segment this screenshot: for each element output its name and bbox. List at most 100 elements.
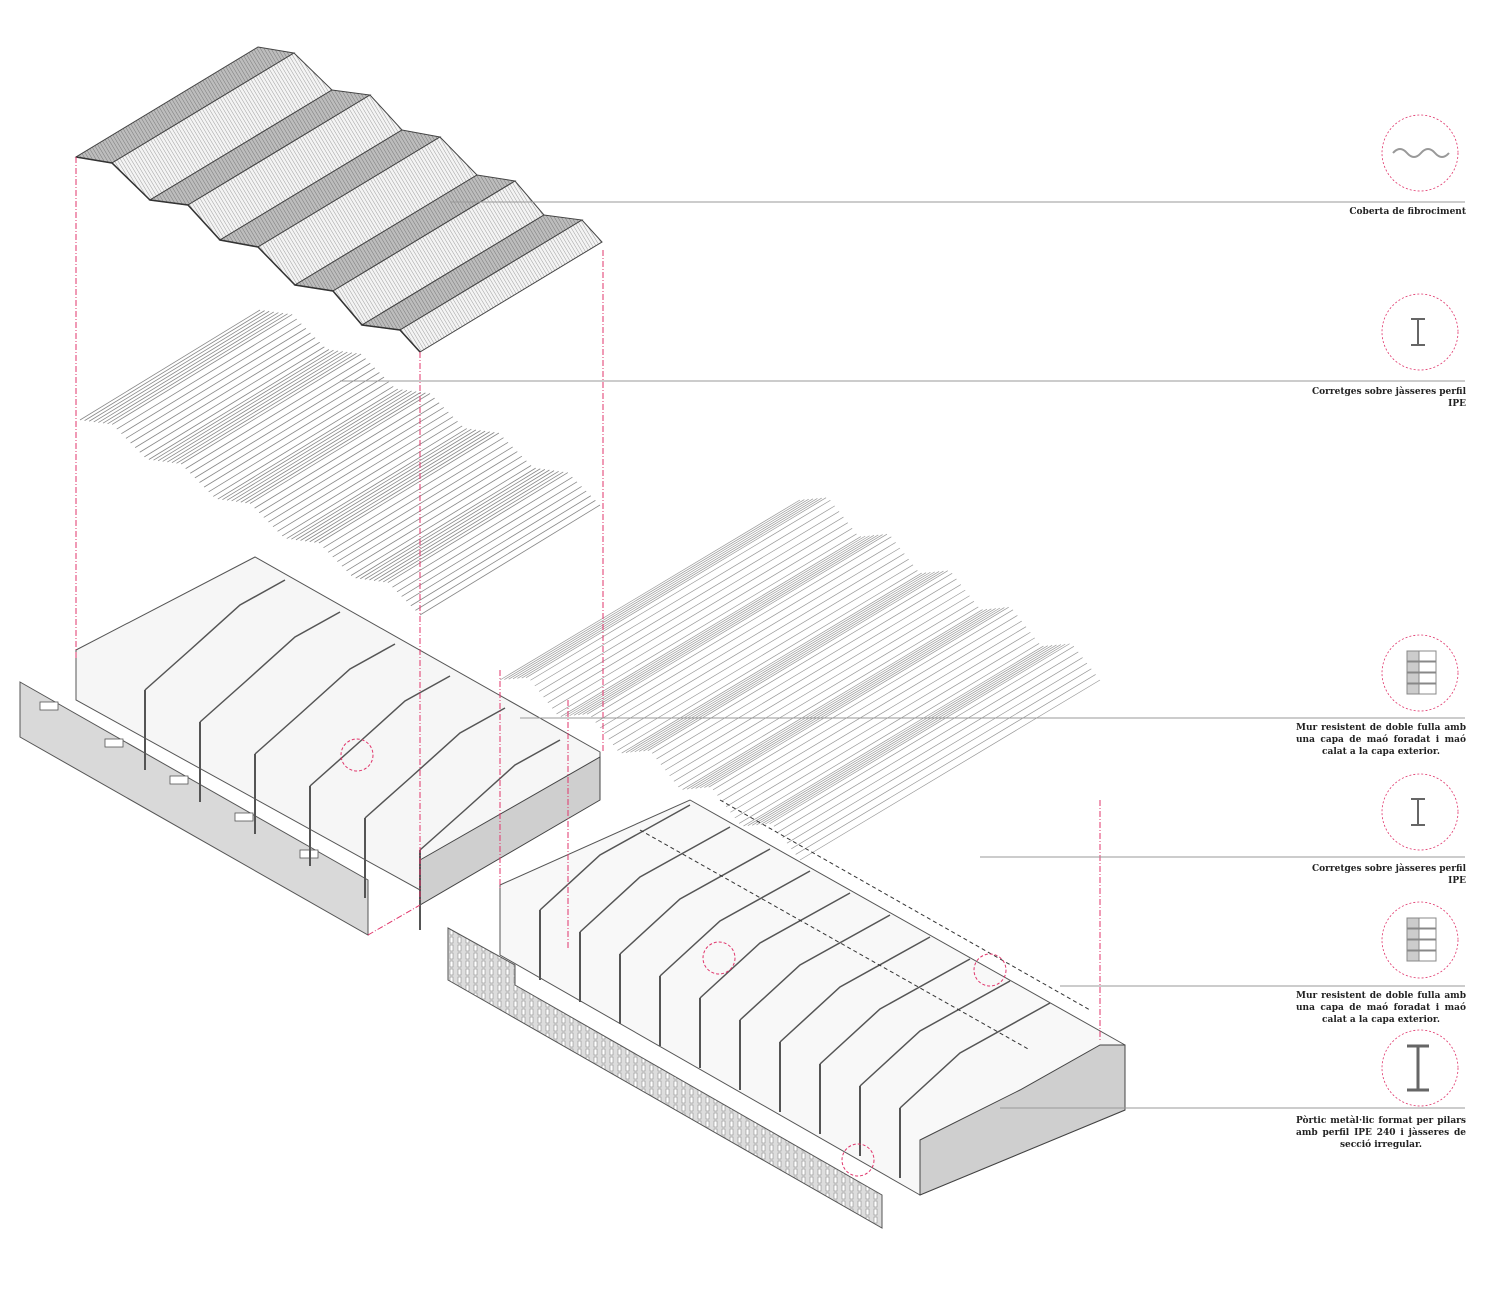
purlin (534, 505, 835, 687)
purlin (258, 402, 440, 514)
purlin (226, 389, 408, 501)
purlin (410, 495, 592, 607)
purlin (673, 601, 975, 782)
purlins-layer-upper (79, 309, 601, 616)
ipe-beam-icon (1411, 318, 1425, 346)
legend-label-wall-1: Mur resistent de doble fulla amb una cap… (1296, 723, 1466, 757)
purlin (765, 643, 1066, 825)
purlin (121, 323, 302, 435)
purlin (176, 352, 357, 464)
purlins-layer-lower (499, 497, 1101, 861)
purlin (327, 441, 509, 553)
purlin (378, 470, 559, 582)
purlin (730, 631, 1031, 813)
purlin (217, 388, 399, 500)
purlin (401, 486, 582, 597)
purlin (350, 465, 532, 576)
portal-beam (699, 892, 851, 999)
purlin (669, 595, 970, 777)
purlin (517, 498, 818, 679)
purlin (98, 312, 279, 423)
legend-circle (1381, 293, 1459, 371)
purlin (795, 674, 1096, 855)
purlin (556, 533, 857, 715)
legend-circle (1381, 1029, 1459, 1107)
detail-circle (340, 738, 374, 772)
purlin (695, 608, 996, 789)
portal-beam (779, 936, 931, 1043)
purlin (318, 432, 500, 544)
purlin (360, 468, 541, 580)
purlin (547, 522, 849, 703)
purlin (263, 407, 444, 518)
purlin (634, 571, 935, 753)
purlin (231, 390, 412, 502)
purlin (332, 446, 513, 558)
detail-circle (973, 953, 1007, 987)
portal-beam (659, 870, 811, 977)
building-frame-left (19, 556, 601, 936)
purlin (309, 431, 490, 543)
purlin (116, 318, 297, 430)
purlin (717, 615, 1018, 796)
purlin (625, 572, 927, 753)
portal-beam (199, 611, 341, 723)
purlin (341, 455, 523, 567)
purlin (565, 535, 866, 717)
purlin (582, 534, 883, 715)
purlin (277, 420, 458, 532)
purlin (291, 428, 472, 540)
purlin (604, 553, 905, 734)
purlin (599, 547, 901, 729)
purlin (743, 645, 1044, 827)
purlin (769, 643, 1070, 825)
purlin (638, 571, 940, 752)
ipe-column-icon (1407, 1044, 1429, 1092)
purlin (791, 668, 1092, 850)
purlin (208, 381, 389, 493)
portal-beam (819, 958, 971, 1065)
purlin (125, 328, 307, 439)
purlin (337, 451, 518, 562)
purlin (139, 341, 320, 453)
portal-beam (579, 826, 731, 933)
purlin (608, 558, 909, 740)
purlin (617, 570, 918, 751)
purlin (678, 606, 979, 788)
purlin (84, 310, 265, 421)
portal-beam (619, 848, 771, 955)
purlin (651, 573, 953, 754)
portal-beam (419, 739, 561, 851)
purlin (591, 536, 892, 718)
purlin (704, 607, 1005, 788)
legend-label-purlins-1: Corretges sobre jàsseres perfil IPE (1311, 387, 1466, 409)
purlin (249, 393, 431, 504)
building-frame-right (447, 799, 1126, 1229)
purlin (782, 657, 1083, 838)
purlin (107, 313, 288, 425)
window-opening (169, 775, 189, 785)
purlin (314, 432, 495, 543)
detail-circle (841, 1143, 875, 1177)
portal-beam (739, 914, 891, 1021)
purlin (240, 391, 422, 503)
portal-beam (859, 980, 1011, 1087)
purlin (383, 471, 564, 583)
window-opening (104, 738, 124, 748)
legend-label-wall-2: Mur resistent de doble fulla amb una cap… (1296, 991, 1466, 1025)
purlin (295, 429, 477, 541)
purlin (254, 397, 435, 509)
purlin (373, 470, 555, 581)
purlin (612, 564, 914, 746)
window-opening (234, 812, 254, 822)
purlin (595, 542, 896, 723)
purlin (578, 534, 879, 716)
purlin (751, 645, 1053, 826)
purlin (222, 389, 403, 501)
purlin (747, 645, 1049, 826)
guide-lines (75, 157, 1101, 1040)
purlin (734, 637, 1035, 819)
purlin (415, 500, 596, 611)
purlin (167, 351, 348, 463)
